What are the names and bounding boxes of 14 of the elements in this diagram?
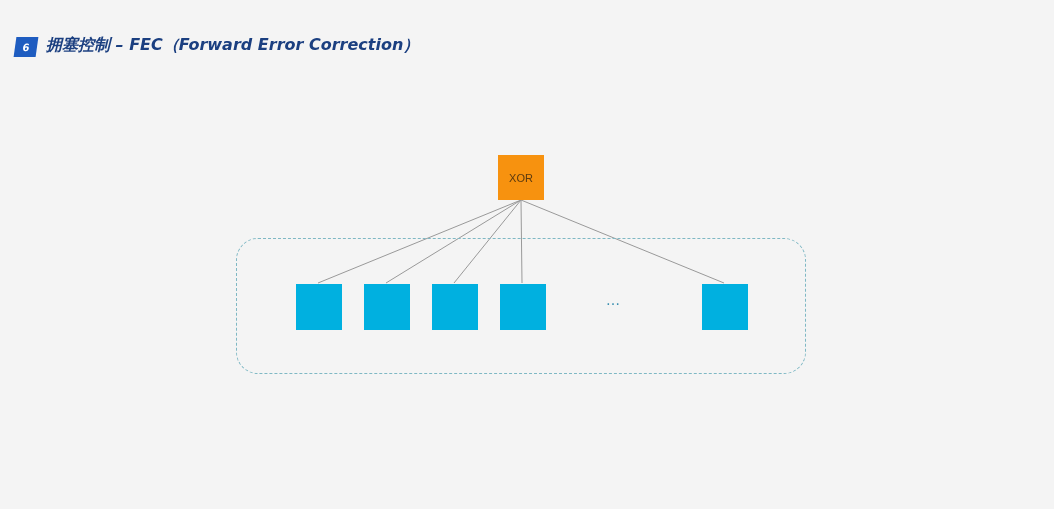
packet-box [364, 284, 410, 330]
connector-line [520, 199, 725, 284]
number-badge: 6 [13, 37, 39, 57]
connector-line [453, 199, 522, 284]
connector-line [520, 199, 523, 284]
ellipsis: … [606, 292, 620, 308]
packet-box [500, 284, 546, 330]
packet-box [296, 284, 342, 330]
packet-box [702, 284, 748, 330]
connector-line [385, 199, 522, 284]
group-frame [236, 238, 806, 374]
packet-box [432, 284, 478, 330]
xor-box: XOR [498, 155, 544, 200]
slide-title: 拥塞控制 – FEC（Forward Error Correction） [46, 35, 420, 56]
